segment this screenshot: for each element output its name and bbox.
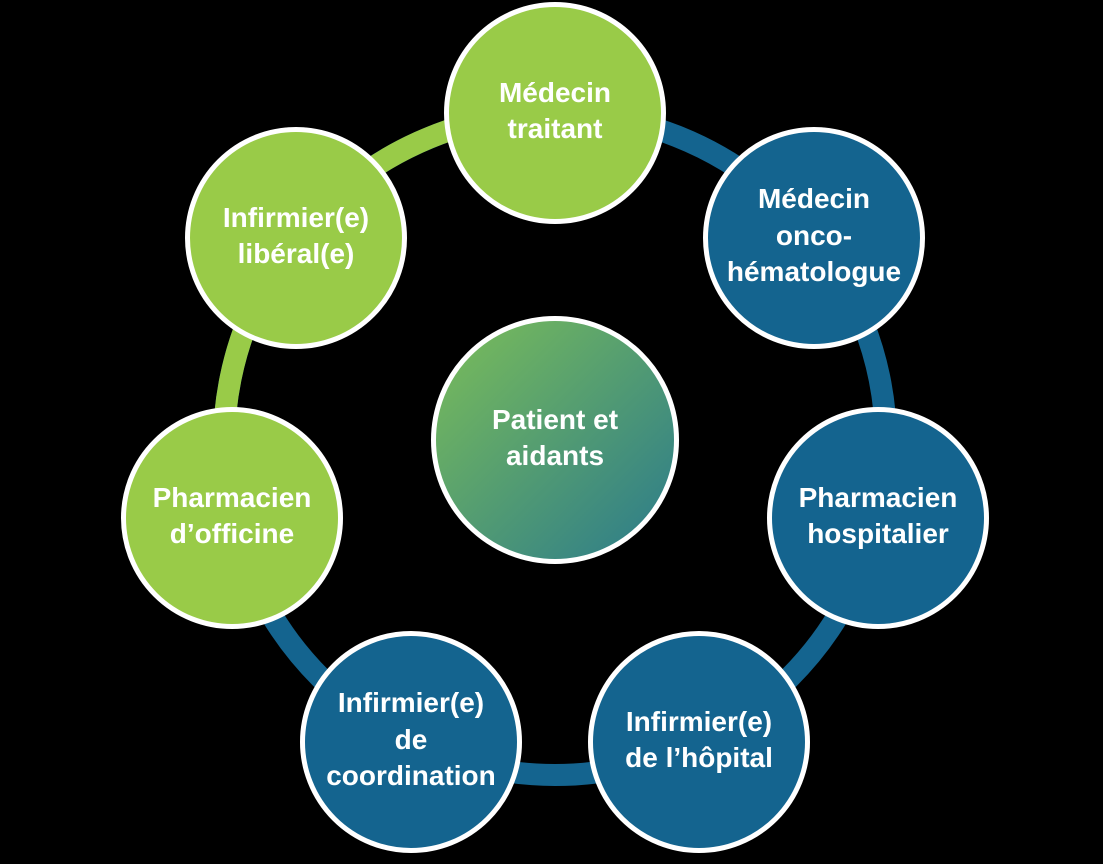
node-patient-et-aidants: Patient et aidants <box>431 316 679 564</box>
node-pharmacien-hospitalier: Pharmacien hospitalier <box>767 407 989 629</box>
node-label: Infirmier(e) libéral(e) <box>222 201 370 269</box>
node-medecin-onco-hematologue: Médecin onco- hématologue <box>703 127 925 349</box>
node-label: Patient et aidants <box>491 403 619 471</box>
node-label: Pharmacien hospitalier <box>798 481 958 549</box>
node-label: Infirmier(e) de l’hôpital <box>625 705 773 773</box>
node-label: Médecin traitant <box>498 76 612 144</box>
node-infirmier-de-l-hopital: Infirmier(e) de l’hôpital <box>588 631 810 853</box>
node-infirmier-de-coordination: Infirmier(e) de coordination <box>300 631 522 853</box>
node-label: Pharmacien d’officine <box>152 481 312 549</box>
node-infirmier-liberal: Infirmier(e) libéral(e) <box>185 127 407 349</box>
node-medecin-traitant: Médecin traitant <box>444 2 666 224</box>
node-pharmacien-d-officine: Pharmacien d’officine <box>121 407 343 629</box>
node-label: Infirmier(e) de coordination <box>326 687 496 792</box>
node-label: Médecin onco- hématologue <box>726 183 902 288</box>
